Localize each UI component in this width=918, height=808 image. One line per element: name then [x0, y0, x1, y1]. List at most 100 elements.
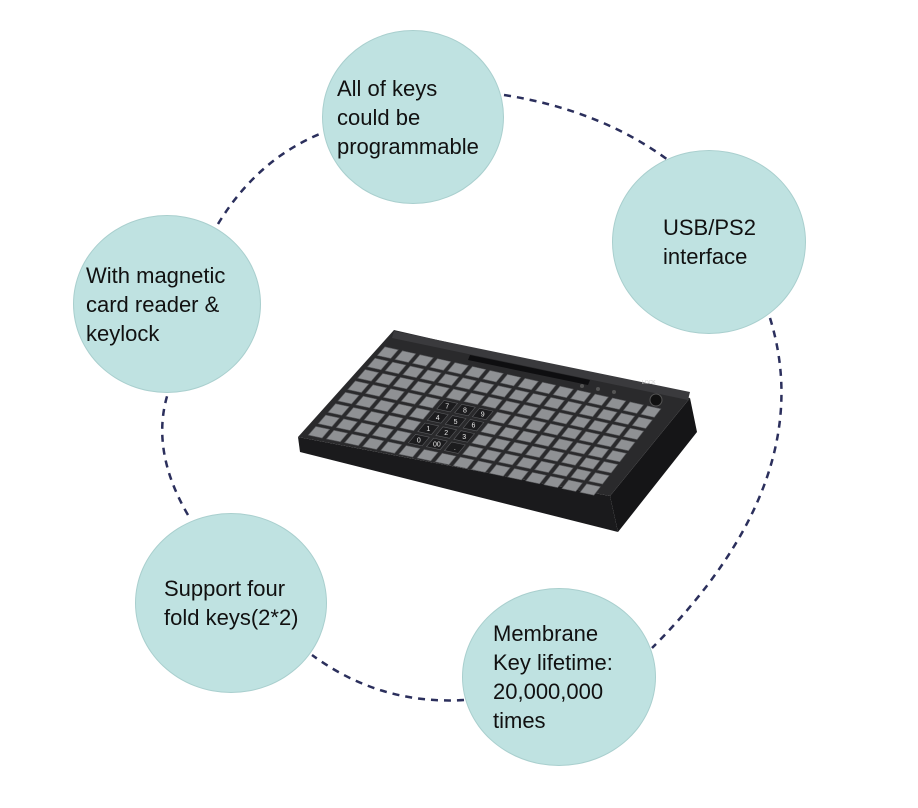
numpad-key-label: 4: [436, 415, 440, 422]
keyboard-key: [588, 472, 610, 485]
keyboard-key: [534, 460, 556, 473]
keyboard-key: [470, 460, 493, 473]
feature-bubble-usb-ps2: USB/PS2 interface: [612, 150, 806, 334]
numpad-key-label: 9: [481, 411, 485, 418]
numpad-key: [407, 433, 430, 447]
keyboard-key: [507, 468, 529, 481]
feature-bubble-card-reader: With magnetic card reader & keylock: [73, 215, 261, 393]
numpad-key-label: .: [454, 445, 456, 452]
numpad-key-label: 6: [471, 423, 475, 430]
keyboard-key: [552, 464, 574, 477]
keyboard-key: [335, 418, 358, 431]
keyboard-key: [587, 420, 609, 433]
numpad-key: [454, 403, 476, 417]
keyboard-key: [498, 400, 521, 413]
keyboard-key: [499, 374, 522, 387]
keyboard-key: [543, 449, 565, 462]
feature-bubble-programmable-keys: All of keys could be programmable: [322, 30, 504, 204]
keyboard-key: [623, 427, 645, 440]
keyboard-key: [516, 404, 539, 417]
keyboard-key: [596, 461, 619, 474]
keylock-panel: LOCK: [580, 380, 663, 407]
numpad-key: [462, 419, 485, 432]
numpad-key-label: 5: [454, 419, 458, 426]
key-grid: [307, 346, 662, 496]
feature-text-fold-keys: Support four fold keys(2*2): [164, 576, 299, 630]
keyboard-key: [447, 362, 469, 375]
dashed-connector: [160, 93, 783, 702]
numpad-key: [436, 400, 459, 413]
numpad-key-label: 7: [445, 404, 449, 411]
keyboard-key: [525, 445, 547, 458]
keyboard-key: [561, 479, 583, 492]
keyboard-key: [489, 411, 512, 424]
numpad-key: [444, 415, 467, 428]
keyboard-key: [517, 377, 539, 391]
keyboard-key: [482, 370, 504, 383]
keyboard-key: [455, 377, 477, 390]
keyboard-key: [419, 369, 442, 382]
keyboard-key: [507, 441, 529, 455]
keyboard-key: [578, 431, 601, 444]
keyboard-key: [516, 457, 538, 470]
keyboard-key: [452, 456, 475, 469]
feature-text-usb-ps2: USB/PS2 interface: [663, 215, 756, 269]
connector-upper-left: [216, 128, 331, 225]
keyboard-key: [327, 403, 350, 416]
keyboard-key: [640, 405, 662, 418]
keyboard-key: [402, 365, 425, 378]
keyboard-key: [552, 412, 574, 425]
keyboard-key: [429, 358, 452, 371]
keyboard-key: [344, 433, 367, 446]
feature-text-programmable-keys: All of keys could be programmable: [337, 75, 479, 159]
keyboard-key: [347, 380, 370, 393]
keyboard-key: [488, 464, 511, 477]
connector-left: [160, 392, 190, 516]
feature-bubble-key-lifetime: Membrane Key lifetime: 20,000,000 times: [462, 588, 656, 766]
keyboard-key: [543, 475, 565, 488]
keyboard-front: [298, 437, 618, 532]
keyboard-key: [525, 419, 547, 432]
keyboard-key: [481, 396, 503, 409]
keyboard-key: [363, 411, 386, 424]
keyboard-key: [560, 427, 583, 440]
keyboard-key: [614, 412, 636, 425]
numpad-key-label: 00: [433, 441, 441, 448]
feature-text-card-reader: With magnetic card reader & keylock: [86, 262, 226, 346]
numpad-key-label: 0: [417, 438, 421, 445]
keyboard-key: [596, 435, 618, 448]
keyboard-key: [437, 373, 460, 386]
feature-text-key-lifetime: Membrane Key lifetime: 20,000,000 times: [493, 621, 613, 733]
numpad-key: [435, 426, 458, 439]
keyboard-key: [362, 437, 385, 450]
keyboard-key: [307, 426, 331, 439]
keyboard-key: [561, 400, 583, 414]
keyboard-key: [578, 457, 601, 470]
keyboard-key: [382, 388, 405, 401]
keyboard-key: [434, 452, 457, 466]
keyboard-key: [384, 361, 407, 375]
keyboard-key: [357, 369, 380, 382]
keyboard-key: [622, 401, 644, 414]
keyboard-key: [408, 407, 431, 420]
keyboard-key: [605, 397, 627, 410]
connector-bottom: [311, 653, 465, 702]
keyboard-key: [543, 397, 565, 410]
led-indicator-2: [596, 387, 600, 391]
numpad-key: [417, 422, 440, 435]
keyboard-key: [525, 472, 547, 485]
keyboard-key: [461, 445, 484, 458]
keyboard-key: [569, 442, 592, 455]
keyboard-key: [410, 380, 433, 394]
keyboard-key: [534, 434, 556, 447]
keyboard-key: [534, 408, 556, 421]
keyboard-key: [371, 426, 394, 439]
keyboard-key: [400, 392, 423, 405]
keyboard-key: [507, 415, 530, 428]
numpad-key: [426, 411, 449, 424]
keyboard-key: [605, 423, 627, 437]
numpad-key: [453, 430, 476, 443]
